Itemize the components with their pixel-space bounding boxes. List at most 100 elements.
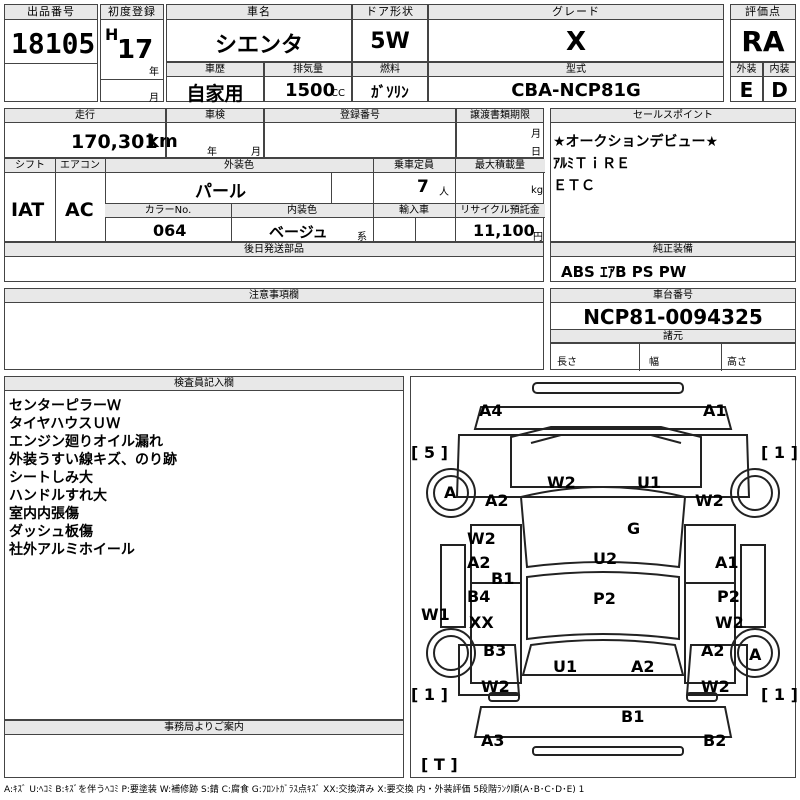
ac-label: エアコン [55,159,105,173]
inspector-line: シートしみ大 [9,470,93,486]
damage-mark: W2 [701,677,730,696]
exterior-box: 外装 E [730,62,763,102]
car-name: シエンタ [214,33,303,58]
damage-mark: W2 [467,529,496,548]
exterior-label: 外装 [731,63,762,77]
plate-box: 登録番号 [264,108,456,158]
displacement-unit: CC [331,88,345,99]
tire-tread-rr: [ 1 ] [761,685,798,704]
damage-mark: W2 [481,677,510,696]
tire-tread-fr: [ 1 ] [761,443,798,462]
damage-mark: B3 [483,641,507,660]
equipment: ABS ｴｱB PS PW [561,263,687,281]
damage-mark: G [627,519,641,538]
interior-grade: D [771,78,788,102]
rating: RA [741,25,785,58]
later-parts-label: 後日発送部品 [5,243,543,257]
damage-mark: B4 [467,587,491,606]
inspector-line: 社外アルミホイール [9,542,135,558]
grade: X [565,27,587,57]
fuel-label: 燃料 [353,63,427,77]
inspector-line: ダッシュ板傷 [9,524,93,540]
inspector-line: 外装うすい線キズ、のり跡 [9,452,177,468]
interior-color: ベージュ [269,223,328,241]
model-box: 型式 CBA-NCP81G [428,62,724,102]
chassis-label: 車台番号 [551,289,795,303]
air-conditioner: AC [65,199,94,221]
load-label: 最大積載量 [455,159,545,173]
fuel: ｶﾞｿﾘﾝ [371,83,409,101]
later-parts-box: 後日発送部品 [4,242,544,282]
damage-mark: A [444,483,457,502]
damage-mark: A2 [631,657,655,676]
damage-mark: A1 [715,553,739,572]
sales-point-box: セールスポイント ★オークションデビュー★ ｱﾙﾐＴｉＲＥ ＥＴＣ [550,108,796,242]
fuel-box: 燃料 ｶﾞｿﾘﾝ [352,62,428,102]
equipment-box: 純正装備 ABS ｴｱB PS PW [550,242,796,282]
color-number: 064 [153,221,187,240]
inspector-label: 検査員記入欄 [5,377,403,391]
capacity-label: 乗車定員 [373,159,455,173]
specs-label: 諸元 [551,329,795,343]
damage-mark: W1 [421,605,450,624]
damage-mark: A4 [479,401,503,420]
era: H [105,25,119,44]
inspector-line: 室内内張傷 [9,506,79,522]
damage-mark: A2 [485,491,509,510]
rating-box: 評価点 RA [730,4,796,62]
spec-length: 長さ [557,357,577,368]
door-label: ドア形状 [353,5,427,20]
plate-label: 登録番号 [265,109,455,123]
damage-mark: A2 [467,553,491,572]
import-label: 輸入車 [373,204,455,218]
transfer-day: 日 [531,147,541,158]
inspector-line: エンジン廻りオイル漏れ [9,434,163,450]
damage-mark: W2 [547,473,576,492]
damage-mark: A3 [481,731,505,750]
rating-label: 評価点 [731,5,795,20]
damage-mark: A [749,645,762,664]
mileage-label: 走行 [5,109,165,123]
transfer-month: 月 [531,129,541,140]
mileage-box: 走行 170,301 km [4,108,178,158]
recycle-fee: 11,100 [473,221,535,240]
grade-box: グレード X [428,4,724,62]
inspector-line: ハンドルすれ大 [9,488,107,504]
car-name-box: 車名 シエンタ [166,4,352,62]
spec-grid: シフト エアコン 外装色 乗車定員 最大積載量 IAT AC パール 7 人 k… [4,158,545,243]
inspector-box: 検査員記入欄 センターピラーＷ タイヤハウスＵＷ エンジン廻りオイル漏れ 外装う… [4,376,404,720]
model-label: 型式 [429,63,723,77]
tire-tread-fl: [ 5 ] [411,443,448,462]
tire-tread-rl: [ 1 ] [411,685,448,704]
damage-mark: W2 [695,491,724,510]
damage-mark: P2 [717,587,740,606]
legend: A:ｷｽﾞ U:ﾍｺﾐ B:ｷｽﾞを伴うﾍｺﾐ P:要塗装 W:補修跡 S:錆 … [4,785,585,795]
damage-mark: U1 [553,657,578,676]
capacity: 7 [417,177,429,197]
reg-year: 17 [117,35,154,65]
door-type: 5W [370,29,410,54]
damage-mark: B1 [621,707,645,726]
shift: IAT [11,199,45,221]
color: パール [195,182,246,202]
spec-width: 幅 [649,357,659,368]
displacement: 1500 [285,80,336,101]
displacement-box: 排気量 1500 CC [264,62,352,102]
damage-mark: B2 [703,731,727,750]
equipment-label: 純正装備 [551,243,795,257]
sales-line-1: ★オークションデビュー★ [553,134,719,150]
inspection-label: 車検 [167,109,263,123]
year-unit: 年 [149,67,159,78]
damage-mark: A2 [701,641,725,660]
office-label: 事務局よりご案内 [5,721,403,735]
inspection-year: 年 [207,147,217,158]
damage-mark: A1 [703,401,727,420]
color-no-label: カラーNo. [105,204,231,218]
chassis-box: 車台番号 NCP81-0094325 諸元 長さ 幅 高さ [550,288,796,371]
damage-mark: W2 [715,613,744,632]
tire-tread-spare: [ T ] [421,755,458,774]
notes-label: 注意事項欄 [5,289,543,303]
int-color-label: 内装色 [231,204,373,218]
office-box: 事務局よりご案内 [4,720,404,778]
car-name-label: 車名 [167,5,351,20]
